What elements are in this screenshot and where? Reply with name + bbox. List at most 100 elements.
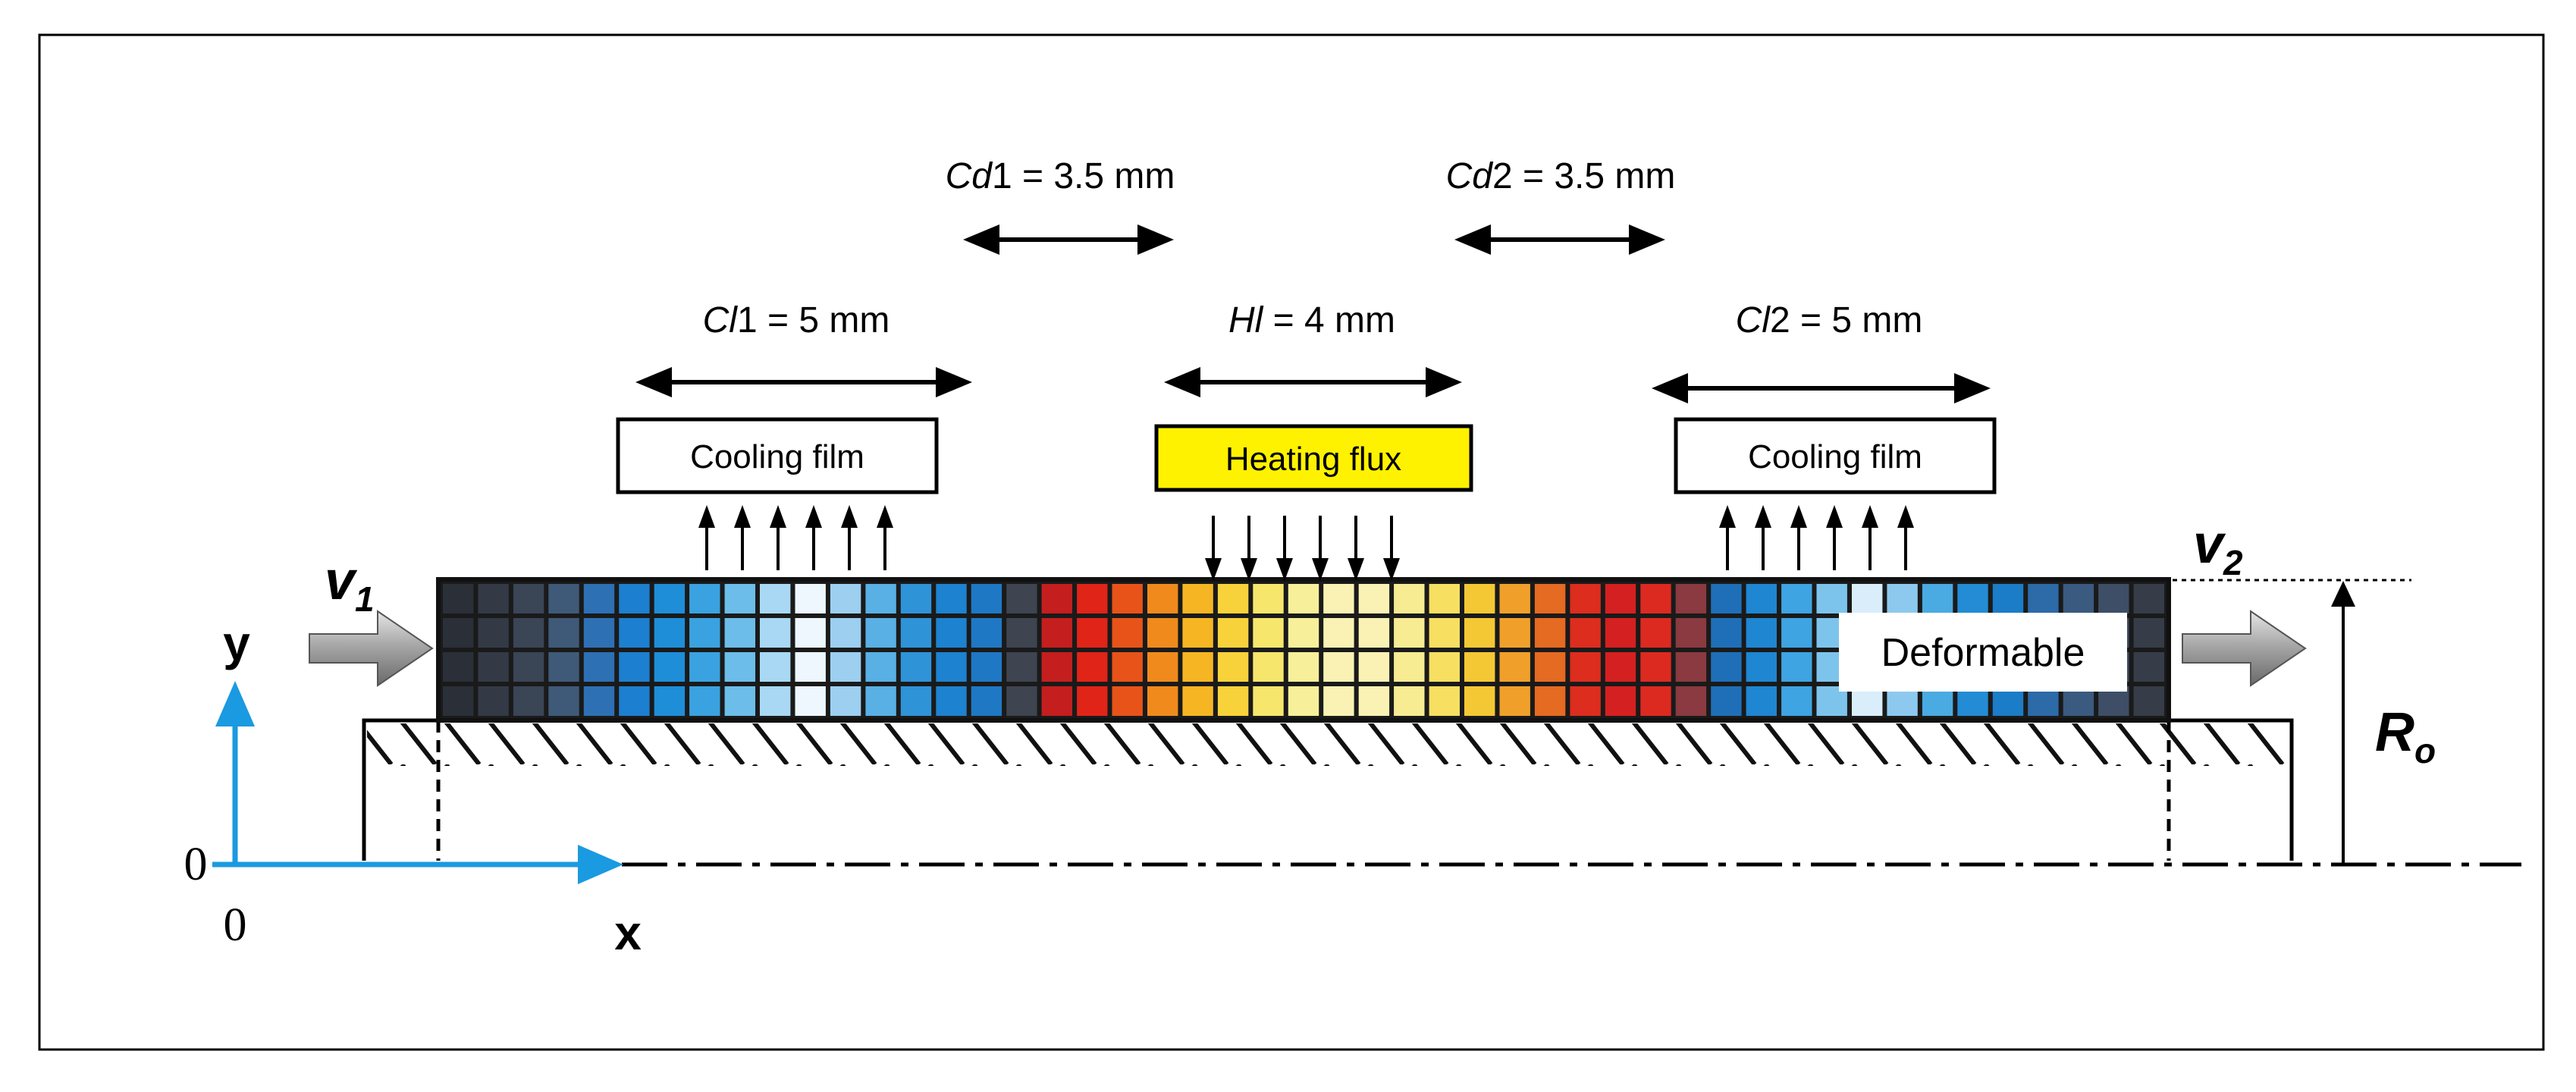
mesh-cell	[443, 584, 474, 613]
mesh-cell	[1394, 618, 1425, 648]
mesh-cell	[654, 584, 686, 613]
mesh-cell	[1499, 618, 1530, 648]
mesh-cell	[971, 652, 1002, 682]
mesh-cell	[689, 686, 720, 716]
mesh-cell	[1534, 652, 1566, 682]
mesh-cell	[548, 686, 579, 716]
mesh-cell	[1570, 618, 1601, 648]
mesh-cell	[654, 652, 686, 682]
mesh-cell	[1253, 584, 1284, 613]
heat-out-arrow-icon	[805, 505, 822, 570]
cooling-film-1-label: Cooling film	[690, 438, 864, 475]
heat-arrows	[698, 505, 1914, 581]
mesh-cell	[900, 618, 932, 648]
mesh-cell	[1640, 652, 1671, 682]
mesh-cell	[900, 584, 932, 613]
cd2-label: Cd2 = 3.5 mm	[1446, 156, 1676, 196]
mesh-cell	[1323, 618, 1354, 648]
mesh-cell	[1570, 584, 1601, 613]
mesh-cell	[1570, 652, 1601, 682]
mesh-cell	[1464, 584, 1495, 613]
mesh-cell	[1429, 618, 1460, 648]
mesh-cell	[971, 686, 1002, 716]
mesh-cell	[1077, 618, 1108, 648]
mesh-cell	[1217, 584, 1249, 613]
mesh-cell	[1464, 686, 1495, 716]
mesh-cell	[760, 618, 791, 648]
hl-double-arrow-icon	[1164, 367, 1462, 397]
mesh-cell	[865, 618, 896, 648]
mesh-cell	[689, 584, 720, 613]
v1-label: v1	[325, 551, 375, 619]
mesh-cell	[760, 652, 791, 682]
mesh-cell	[1605, 652, 1636, 682]
cl1-double-arrow-icon	[635, 367, 972, 397]
mesh-cell	[2133, 686, 2164, 716]
mesh-cell	[1499, 686, 1530, 716]
mesh-cell	[1288, 618, 1319, 648]
heat-out-arrow-icon	[698, 505, 715, 570]
mesh-cell	[1429, 686, 1460, 716]
deformable-label-box	[1839, 613, 2127, 692]
mesh-cell	[2133, 618, 2164, 648]
mesh-cell	[1852, 584, 1883, 613]
mesh-cell	[548, 652, 579, 682]
ro-arrow-head	[2331, 581, 2355, 607]
heat-out-arrow-icon	[1897, 505, 1914, 570]
mesh-cell	[795, 618, 826, 648]
y-axis-label: y	[223, 616, 250, 670]
mesh-cell	[830, 584, 861, 613]
mesh-cell	[1746, 584, 1777, 613]
mesh-cell	[1675, 618, 1707, 648]
mesh-cell	[1429, 584, 1460, 613]
mesh-cell	[1147, 686, 1178, 716]
mesh-cell	[513, 584, 544, 613]
mesh-cell	[971, 618, 1002, 648]
mesh-cell	[548, 584, 579, 613]
mesh-cell	[1534, 584, 1566, 613]
mesh-cell	[478, 618, 509, 648]
mesh-cell	[1077, 652, 1108, 682]
mesh-cell	[1253, 618, 1284, 648]
heat-in-arrow-icon	[1241, 516, 1257, 581]
mesh-cell	[900, 652, 932, 682]
mesh-cell	[1147, 584, 1178, 613]
heat-out-arrow-icon	[770, 505, 786, 570]
mesh-cell	[1182, 686, 1213, 716]
mesh-cell	[1358, 652, 1390, 682]
mesh-cells	[443, 584, 2164, 716]
cl1-label: Cl1 = 5 mm	[703, 300, 890, 340]
mesh-cell	[619, 686, 650, 716]
mesh-cell	[1394, 584, 1425, 613]
hl-label: Hl = 4 mm	[1228, 300, 1395, 340]
mesh-cell	[830, 686, 861, 716]
heat-in-arrow-icon	[1383, 516, 1400, 581]
mesh-cell	[1041, 686, 1072, 716]
mesh-cell	[1711, 686, 1742, 716]
mesh-cell	[689, 618, 720, 648]
mesh-cell	[1182, 618, 1213, 648]
mesh-cell	[1147, 652, 1178, 682]
mesh-cell	[1746, 652, 1777, 682]
mesh-cell	[583, 686, 615, 716]
mesh-cell	[1922, 584, 1953, 613]
mesh-cell	[760, 686, 791, 716]
heat-out-arrow-icon	[1719, 505, 1736, 570]
ro-dimension	[2173, 579, 2411, 864]
mesh-cell	[1077, 686, 1108, 716]
mesh-cell	[1112, 686, 1143, 716]
mesh-cell	[654, 686, 686, 716]
y-axis-arrow-icon	[215, 681, 255, 726]
mesh-cell	[1675, 652, 1707, 682]
mesh-cell	[1006, 652, 1037, 682]
mesh-cell	[619, 584, 650, 613]
mesh-cell	[583, 618, 615, 648]
mesh-cell	[1217, 686, 1249, 716]
heat-out-arrow-icon	[877, 505, 893, 570]
mesh-cell	[830, 618, 861, 648]
mesh-cell	[865, 652, 896, 682]
mesh-cell	[1429, 652, 1460, 682]
mesh-cell	[1605, 618, 1636, 648]
mesh-cell	[2063, 584, 2094, 613]
mesh-cell	[1534, 618, 1566, 648]
